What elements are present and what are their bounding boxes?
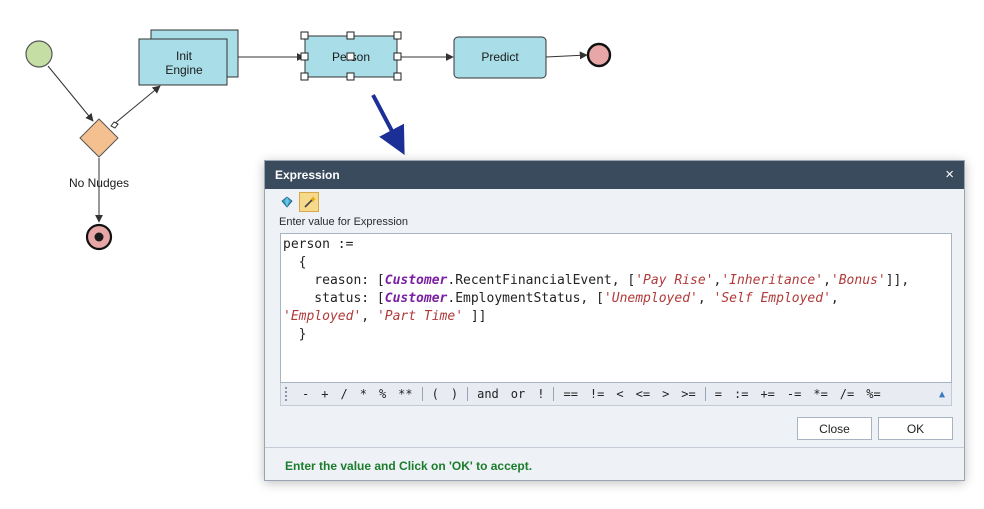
operator-button[interactable]: /= bbox=[839, 387, 855, 401]
selection-handles[interactable] bbox=[300, 31, 402, 81]
operator-button[interactable]: += bbox=[760, 387, 775, 401]
edge-gateway-init bbox=[113, 85, 161, 125]
operator-button[interactable]: := bbox=[733, 387, 749, 401]
operator-button[interactable]: % bbox=[378, 387, 387, 401]
init-engine-label-1: Init bbox=[176, 49, 193, 63]
operator-button[interactable]: / bbox=[340, 387, 348, 401]
operator-button[interactable]: <= bbox=[635, 387, 651, 401]
operator-button[interactable]: ** bbox=[398, 387, 413, 401]
operator-separator bbox=[704, 387, 706, 401]
operator-separator bbox=[553, 387, 555, 401]
operator-button[interactable]: = bbox=[714, 387, 722, 401]
toolbar-overflow-icon[interactable]: ▲ bbox=[938, 388, 945, 400]
exclusive-gateway[interactable] bbox=[79, 118, 119, 158]
operator-separator bbox=[467, 387, 469, 401]
operator-button[interactable]: * bbox=[359, 387, 367, 401]
operator-button[interactable]: > bbox=[662, 387, 670, 401]
dialog-title: Expression bbox=[275, 168, 340, 182]
default-flow-marker bbox=[110, 121, 119, 129]
gateway-label: No Nudges bbox=[69, 176, 129, 190]
ok-button[interactable]: OK bbox=[878, 417, 953, 440]
edge-predict-end bbox=[545, 51, 588, 60]
operator-button[interactable]: or bbox=[510, 387, 526, 401]
wand-icon[interactable] bbox=[299, 192, 319, 212]
code-text[interactable]: person := { reason: [Customer.RecentFina… bbox=[283, 237, 910, 342]
expression-prompt: Enter value for Expression bbox=[279, 216, 409, 228]
end-event-predict[interactable] bbox=[586, 42, 612, 68]
close-button[interactable]: Close bbox=[797, 417, 872, 440]
operator-button[interactable]: ( bbox=[431, 387, 439, 401]
operator-button[interactable]: != bbox=[589, 387, 605, 401]
operator-button[interactable]: -= bbox=[786, 387, 802, 401]
operator-button[interactable]: < bbox=[616, 387, 624, 401]
dialog-titlebar[interactable]: Expression × bbox=[265, 161, 964, 189]
operator-separator bbox=[421, 387, 423, 401]
start-event[interactable] bbox=[25, 40, 53, 68]
operator-button[interactable]: >= bbox=[681, 387, 696, 401]
operator-button[interactable]: %= bbox=[866, 387, 881, 401]
pointer-arrow bbox=[371, 94, 405, 155]
expression-toolbar bbox=[277, 192, 319, 212]
init-engine-task[interactable] bbox=[138, 38, 228, 86]
operator-button[interactable]: *= bbox=[813, 387, 828, 401]
operator-button[interactable]: - bbox=[302, 387, 310, 401]
gem-icon[interactable] bbox=[277, 192, 297, 212]
operator-button[interactable]: ) bbox=[450, 387, 459, 401]
expression-editor[interactable]: person := { reason: [Customer.RecentFina… bbox=[280, 233, 952, 383]
operator-button[interactable]: ! bbox=[537, 387, 545, 401]
predict-task[interactable] bbox=[453, 36, 547, 79]
status-divider bbox=[265, 447, 964, 448]
close-icon[interactable]: × bbox=[945, 166, 954, 183]
init-engine-label-2: Engine bbox=[165, 63, 203, 77]
status-message: Enter the value and Click on 'OK' to acc… bbox=[285, 459, 533, 473]
toolbar-grip[interactable] bbox=[285, 387, 290, 401]
expression-dialog: Expression × Enter value for Expression … bbox=[264, 160, 965, 481]
end-event-dot bbox=[94, 232, 104, 242]
operator-button[interactable]: and bbox=[477, 387, 499, 401]
operator-button[interactable]: == bbox=[563, 387, 578, 401]
edge-start-gateway bbox=[47, 65, 94, 122]
operator-button[interactable]: + bbox=[321, 387, 329, 401]
predict-label: Predict bbox=[481, 50, 519, 64]
